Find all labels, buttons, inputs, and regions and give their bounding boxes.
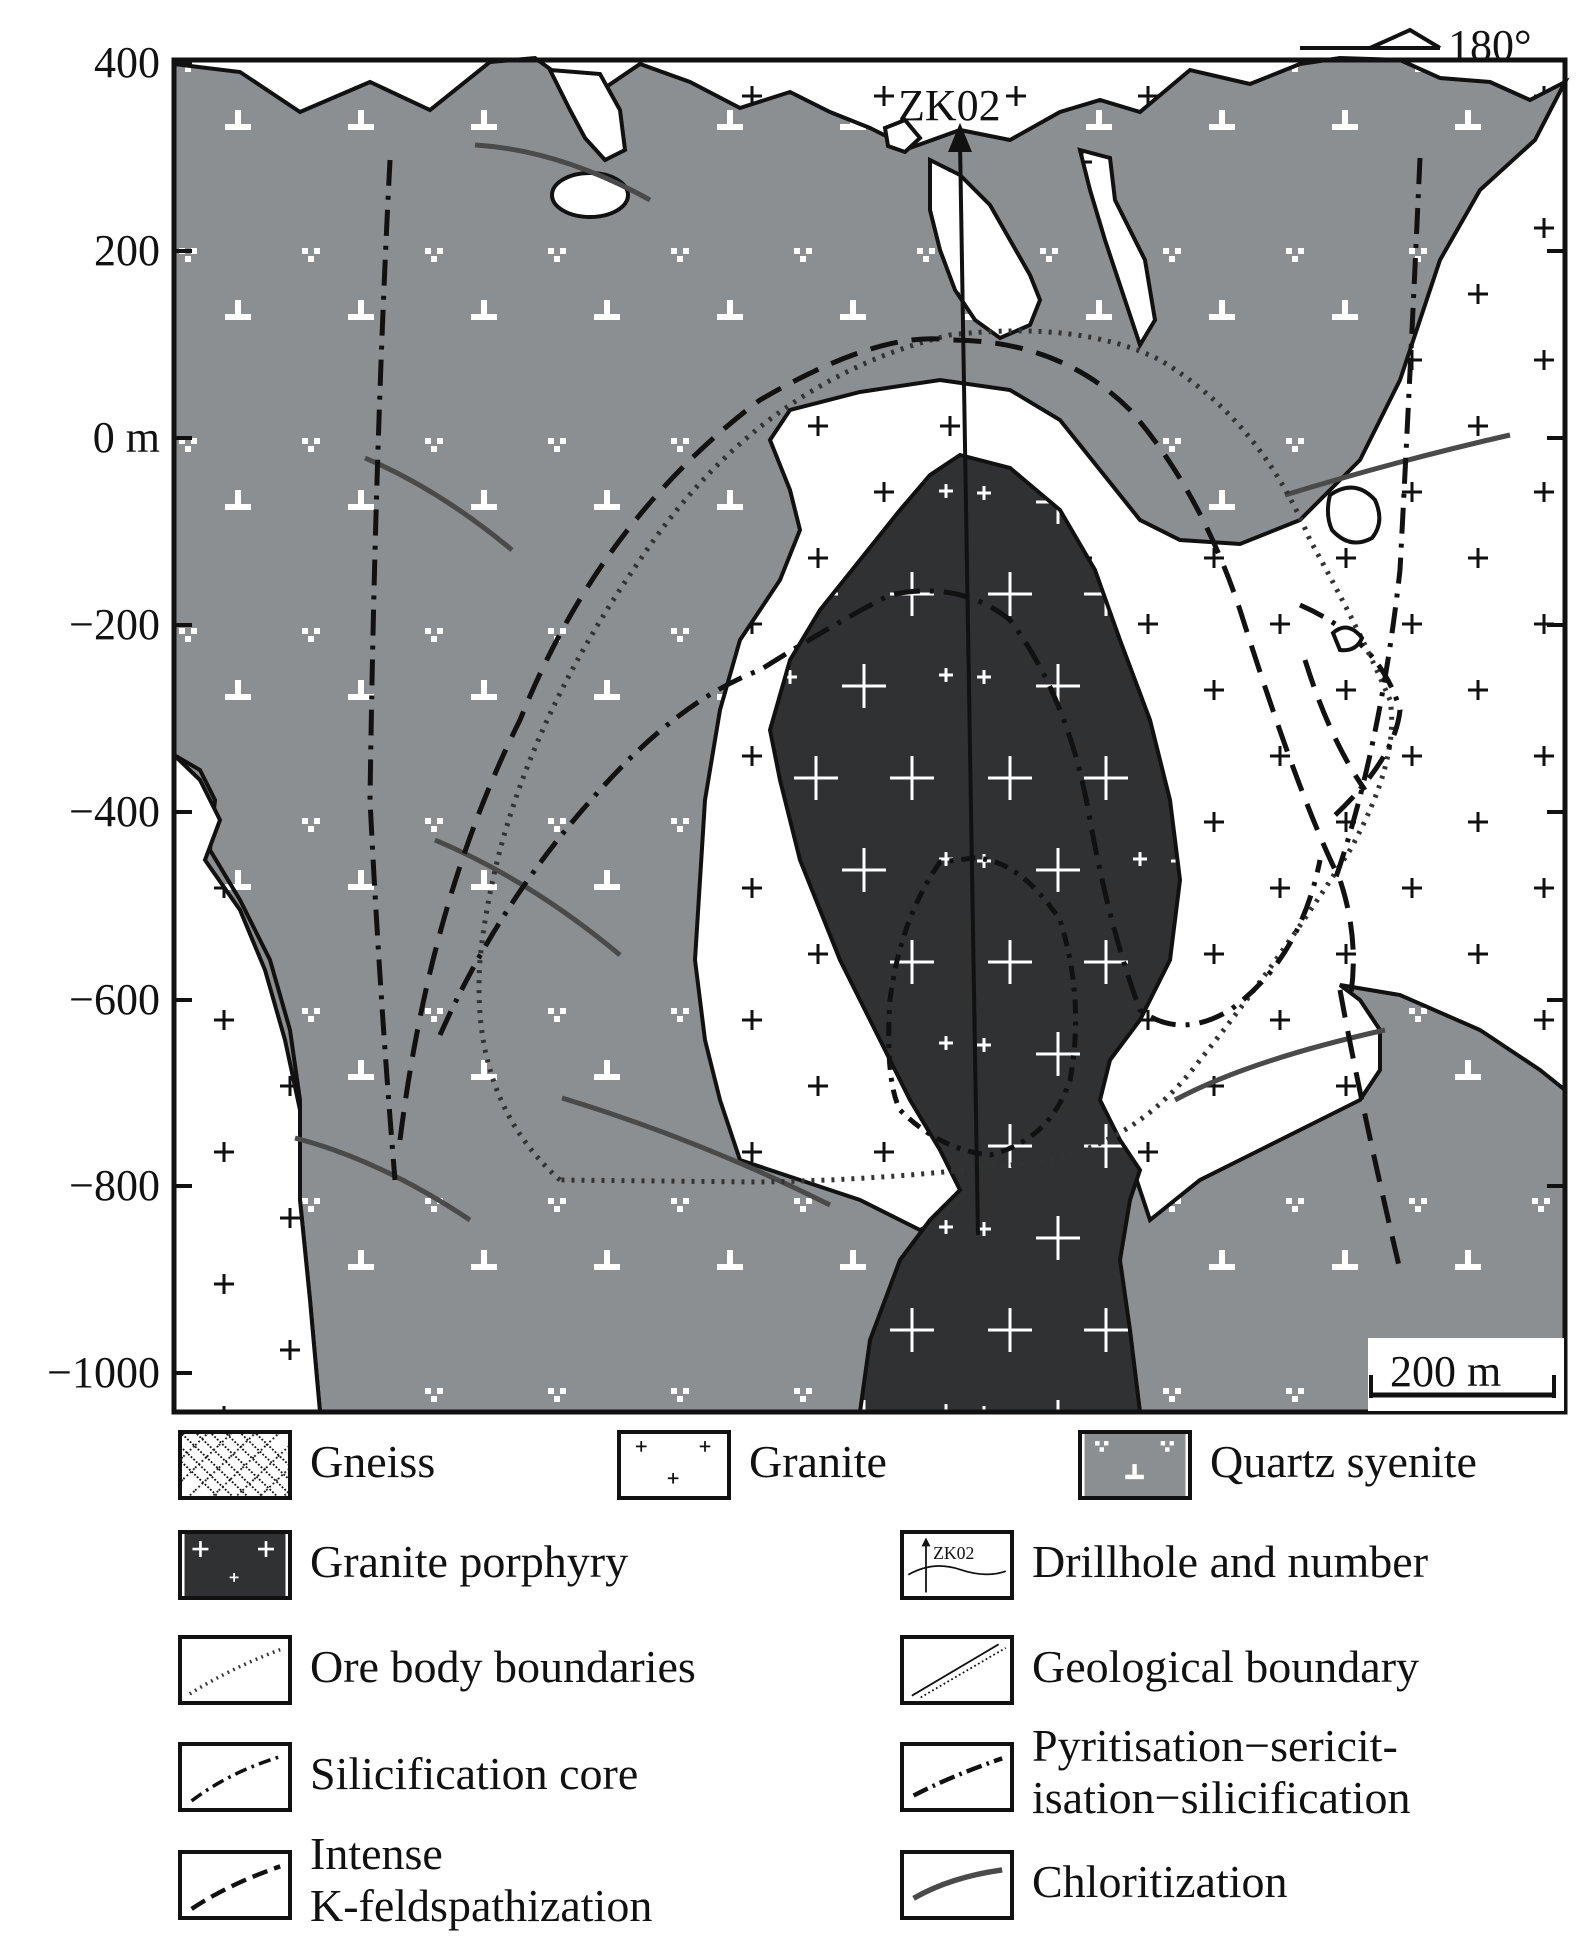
scale-bar [1368,1338,1564,1411]
granite-swatch [617,1430,731,1500]
pyritisation-boundary [367,157,1423,1181]
granite-porphyry-swatch [178,1530,292,1600]
map-frame-border [171,57,1568,1415]
ore-body-swatch [178,1635,292,1705]
legend-label-gneiss: Gneiss [310,1436,436,1487]
legend-label-k-feldspathization-line2: K-feldspathization [310,1880,653,1931]
scale-bar-label: 200 m [1390,1347,1502,1396]
y-tick-label-minus-800: −800 [69,1161,160,1210]
granite-small-knob [882,117,923,155]
drillhole-zk02 [948,122,980,1236]
geological-boundary-swatch [900,1635,1014,1705]
granite-small-ellipse [550,171,630,219]
y-axis-ticks [174,61,1565,1375]
y-tick-label-minus-400: −400 [69,787,160,836]
granite-top-sliver [1077,147,1158,350]
legend-label-pyritisation-line1: Pyritisation−sericit- [1032,1720,1398,1771]
legend-label-k-feldspathization-line1: Intense [310,1828,443,1879]
silicification-core [886,855,1079,1158]
orientation-arrow-icon [1300,27,1442,50]
orientation-label: 180° [1448,21,1532,70]
granite-top-pocket [546,67,628,163]
drillhole-swatch: ZK02 [900,1530,1014,1600]
y-tick-label-200: 200 [94,226,160,275]
pyritisation-swatch [900,1742,1014,1812]
k-feldspathization-swatch [178,1850,292,1920]
y-tick-label-400: 400 [94,38,160,87]
silicification-swatch [178,1742,292,1812]
legend-label-pyritisation-line2: isation−silicification [1032,1772,1411,1823]
y-tick-label-minus-600: −600 [69,975,160,1024]
granite-top-cut [928,156,1043,341]
legend-label-granite: Granite [749,1436,887,1487]
small-ore-pocket-1 [1325,485,1382,545]
legend-label-pyritisation: Pyritisation−sericit- isation−silicifica… [1032,1720,1411,1824]
legend-label-geological-boundary: Geological boundary [1032,1641,1420,1692]
y-tick-label-minus-200: −200 [69,600,160,649]
chloritization-swatch [900,1850,1014,1920]
quartz-syenite-main-body [172,55,1570,1414]
y-tick-label-minus-1000: −1000 [47,1348,160,1397]
legend-label-drillhole: Drillhole and number [1032,1536,1429,1587]
legend-label-chloritization: Chloritization [1032,1856,1288,1907]
y-tick-label-0: 0 m [92,413,160,462]
legend-label-k-feldspathization: Intense K-feldspathization [310,1828,652,1932]
legend-label-granite-porphyry: Granite porphyry [310,1536,629,1587]
small-ore-pocket-2 [1330,625,1365,653]
chloritization-lines [294,142,1511,1223]
drillhole-label: ZK02 [898,81,1001,130]
gneiss-swatch [178,1430,292,1500]
legend-label-ore-body: Ore body boundaries [310,1641,696,1692]
legend-label-silicification: Silicification core [310,1748,639,1799]
quartz-syenite-swatch [1078,1430,1192,1500]
legend-label-quartz-syenite: Quartz syenite [1210,1436,1477,1487]
ore-body-boundary [476,328,1395,1185]
drillhole-swatch-text: ZK02 [933,1543,974,1563]
